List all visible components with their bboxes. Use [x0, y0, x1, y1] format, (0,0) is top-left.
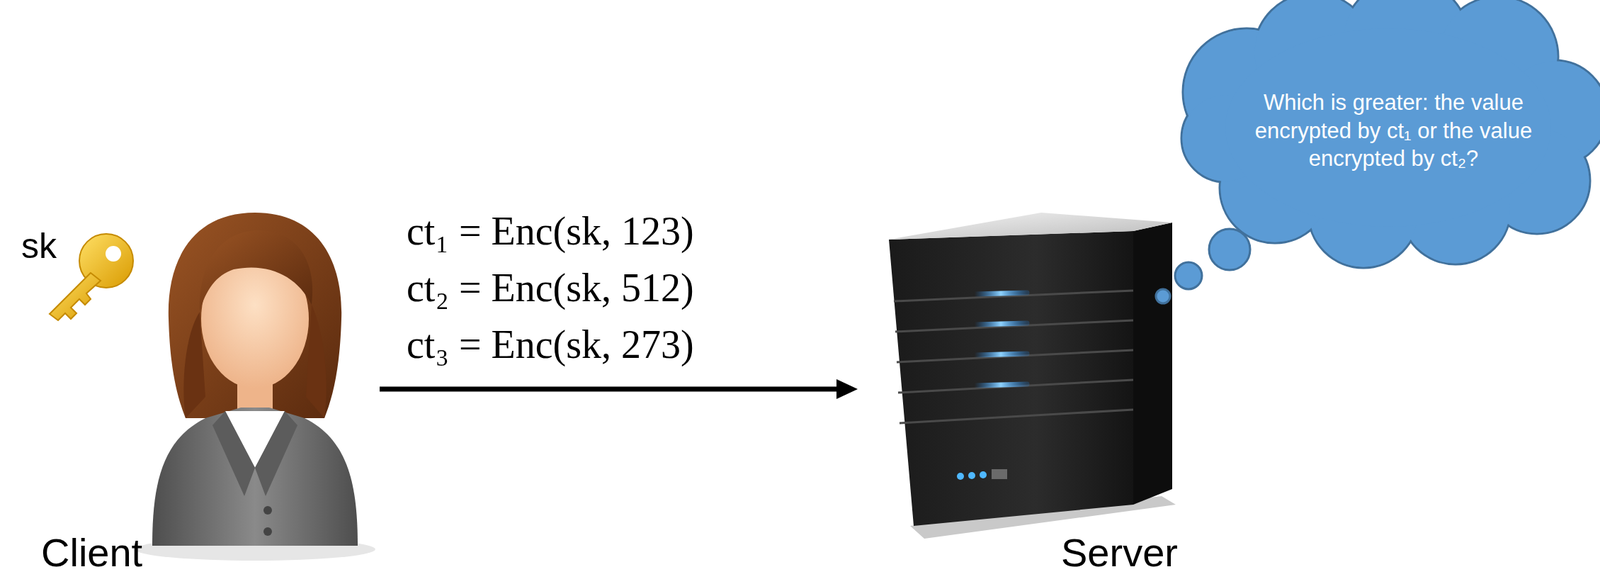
server-icon-part-part — [974, 353, 1028, 355]
server-icon-part-part — [898, 379, 1134, 393]
server-icon-part — [888, 212, 1173, 240]
server-icon — [888, 212, 1176, 539]
server-icon-part — [979, 471, 987, 479]
client-person-part — [168, 212, 342, 418]
server-icon-part-part — [893, 290, 1134, 302]
client-person-part — [152, 407, 358, 546]
arrow-head — [836, 378, 858, 399]
client-node: Client — [28, 205, 369, 581]
arrow-line — [379, 386, 840, 392]
client-person — [134, 212, 376, 561]
key-icon-part — [49, 272, 101, 321]
server-icon-part — [956, 472, 964, 480]
server-icon-part — [974, 292, 1028, 386]
server-icon-part-part — [896, 349, 1134, 362]
server-icon-part — [893, 290, 1134, 423]
server-icon-part — [991, 468, 1008, 479]
key-icon-part — [105, 245, 122, 262]
thought-cloud-part — [1182, 0, 1600, 268]
client-person-part — [263, 505, 272, 515]
server-icon-part — [888, 230, 1134, 526]
server-icon-part-part — [974, 322, 1028, 325]
client-person-part — [212, 410, 255, 496]
client-person-part — [199, 230, 313, 312]
thought-cloud-part-part — [1225, 28, 1552, 227]
thought-cloud-part — [1209, 228, 1251, 270]
node-label: Client — [41, 529, 143, 576]
client-person-part — [183, 311, 206, 418]
server-icon-part — [968, 471, 976, 479]
server-node: Server — [887, 205, 1200, 581]
server-icon-part-part — [974, 292, 1028, 294]
key-label: sk — [21, 225, 57, 267]
client-person-part — [263, 526, 272, 536]
arrow-connector — [379, 378, 858, 399]
thought-cloud-part — [1155, 288, 1171, 304]
cloud-node: Which is greater: the value encrypted by… — [1178, 0, 1600, 259]
thought-text: Which is greater: the value encrypted by… — [1248, 88, 1540, 173]
thought-cloud-part — [1181, 0, 1600, 268]
node-label: Server — [1061, 529, 1178, 576]
thought-cloud — [1155, 0, 1600, 304]
client-person-part — [254, 410, 298, 496]
equation: ct₁ = Enc(sk, 123) — [406, 209, 695, 254]
key-icon — [49, 233, 134, 321]
equation: ct₂ = Enc(sk, 512) — [406, 266, 695, 311]
server-icon-part — [1133, 222, 1173, 505]
server-icon-part-part — [974, 383, 1028, 386]
client-person-part — [305, 304, 327, 418]
thought-cloud-part — [1175, 262, 1202, 289]
equation: ct₃ = Enc(sk, 273) — [406, 322, 695, 367]
server-icon-part-part — [899, 409, 1134, 423]
server-icon-part-part — [895, 320, 1134, 332]
